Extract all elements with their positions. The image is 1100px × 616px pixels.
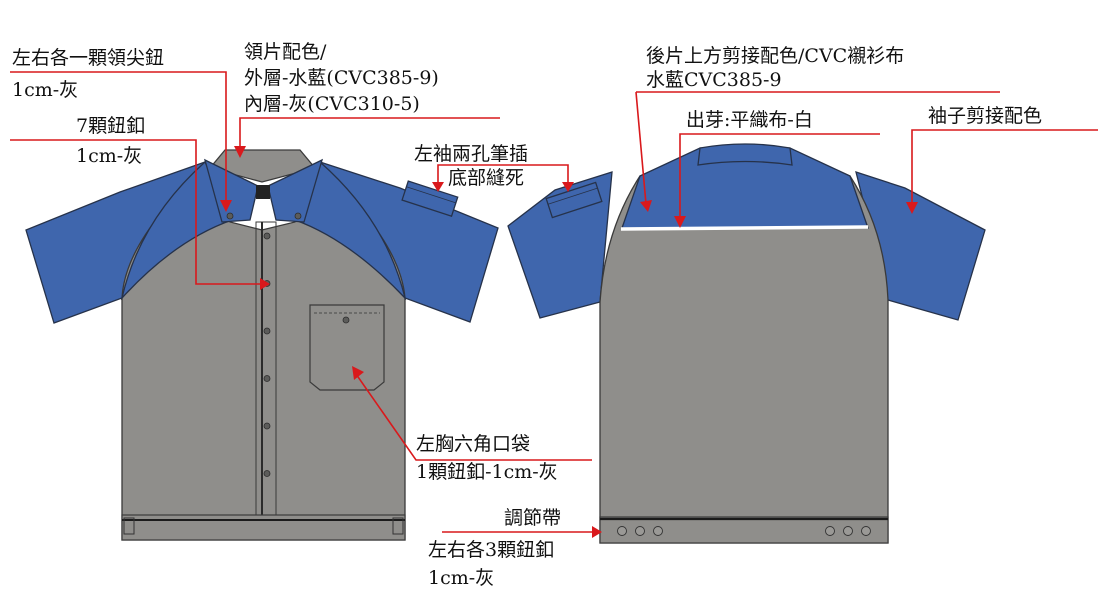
adjust-button xyxy=(843,526,853,536)
label-back-yoke-2: 水藍CVC385-9 xyxy=(646,69,782,91)
front-chest-pocket xyxy=(309,304,385,391)
back-piping xyxy=(620,225,869,231)
adjust-buttons xyxy=(617,526,871,536)
label-adjust-1: 調節帶 xyxy=(504,507,561,529)
pointer-back-yoke xyxy=(635,91,647,205)
pointer-pen-slot xyxy=(437,164,569,186)
arrow-front-buttons xyxy=(260,278,270,290)
back-view xyxy=(507,143,986,544)
arrow-adjust-belt xyxy=(592,526,602,538)
front-button xyxy=(263,232,271,240)
front-button xyxy=(263,470,271,477)
back-adjust-belt xyxy=(599,516,889,544)
front-hem-tab-left xyxy=(123,517,135,535)
front-button xyxy=(263,375,271,382)
pen-slot-back xyxy=(545,181,603,219)
label-back-yoke-1: 後片上方剪接配色/CVC襯衫布 xyxy=(646,45,904,67)
arrow-pen-slot-back xyxy=(562,182,574,192)
label-collar-tip-2: 1cm-灰 xyxy=(12,79,78,101)
pointer-piping xyxy=(679,133,880,220)
front-collar-left xyxy=(203,158,259,223)
front-left-shoulder-panel xyxy=(120,160,233,301)
label-sleeve-color: 袖子剪接配色 xyxy=(928,105,1042,127)
label-collar-color-1: 領片配色/ xyxy=(244,41,327,63)
label-front-buttons-1: 7顆鈕釦 xyxy=(76,115,145,137)
label-collar-color-2: 外層-水藍(CVC385-9) xyxy=(244,67,439,89)
arrow-sleeve-color xyxy=(906,202,918,214)
pointer-pocket xyxy=(355,373,592,461)
front-button xyxy=(263,327,271,335)
label-adjust-3: 1cm-灰 xyxy=(428,567,494,589)
label-front-buttons-2: 1cm-灰 xyxy=(76,145,142,167)
back-collar xyxy=(697,143,793,166)
arrow-pen-slot-front xyxy=(432,182,444,192)
front-button xyxy=(263,422,271,430)
label-piping: 出芽:平織布-白 xyxy=(686,109,813,131)
label-pen-slot-2: 底部縫死 xyxy=(448,167,524,189)
adjust-button xyxy=(825,526,835,536)
label-pen-slot-1: 左袖兩孔筆插 xyxy=(414,143,528,165)
pointer-sleeve-color xyxy=(911,129,1098,206)
pointer-collar-color xyxy=(239,117,500,150)
labels: 左右各一顆領尖鈕 1cm-灰 領片配色/ 外層-水藍(CVC385-9) 內層-… xyxy=(12,41,1042,589)
front-hem-tab-right xyxy=(392,517,404,535)
front-view xyxy=(25,149,499,541)
front-collar-label xyxy=(256,185,270,199)
collar-tip-button-right xyxy=(294,212,302,220)
front-right-shoulder-panel xyxy=(294,160,407,301)
pointer-collar-tip-button xyxy=(10,71,227,204)
arrow-back-yoke xyxy=(640,200,652,212)
adjust-button xyxy=(635,526,645,536)
label-collar-color-3: 內層-灰(CVC310-5) xyxy=(244,93,420,115)
collar-tip-button-left xyxy=(226,212,234,220)
label-adjust-2: 左右各3顆鈕釦 xyxy=(428,539,554,561)
pointer-front-buttons xyxy=(10,139,262,285)
arrow-collar-tip xyxy=(220,200,232,212)
arrow-collar-color xyxy=(234,146,246,158)
pen-slot-front xyxy=(401,180,459,217)
front-collar-right xyxy=(267,158,324,223)
adjust-button xyxy=(861,526,871,536)
front-hem-band xyxy=(121,514,406,541)
label-pocket-1: 左胸六角口袋 xyxy=(416,433,530,455)
label-pocket-2: 1顆鈕釦-1cm-灰 xyxy=(416,461,558,483)
pointer-lines xyxy=(10,71,1098,538)
label-collar-tip-1: 左右各一顆領尖鈕 xyxy=(12,47,164,69)
arrow-pocket xyxy=(352,366,364,380)
pocket-button xyxy=(342,316,350,324)
adjust-button xyxy=(653,526,663,536)
adjust-button xyxy=(617,526,627,536)
arrow-piping xyxy=(674,216,686,228)
